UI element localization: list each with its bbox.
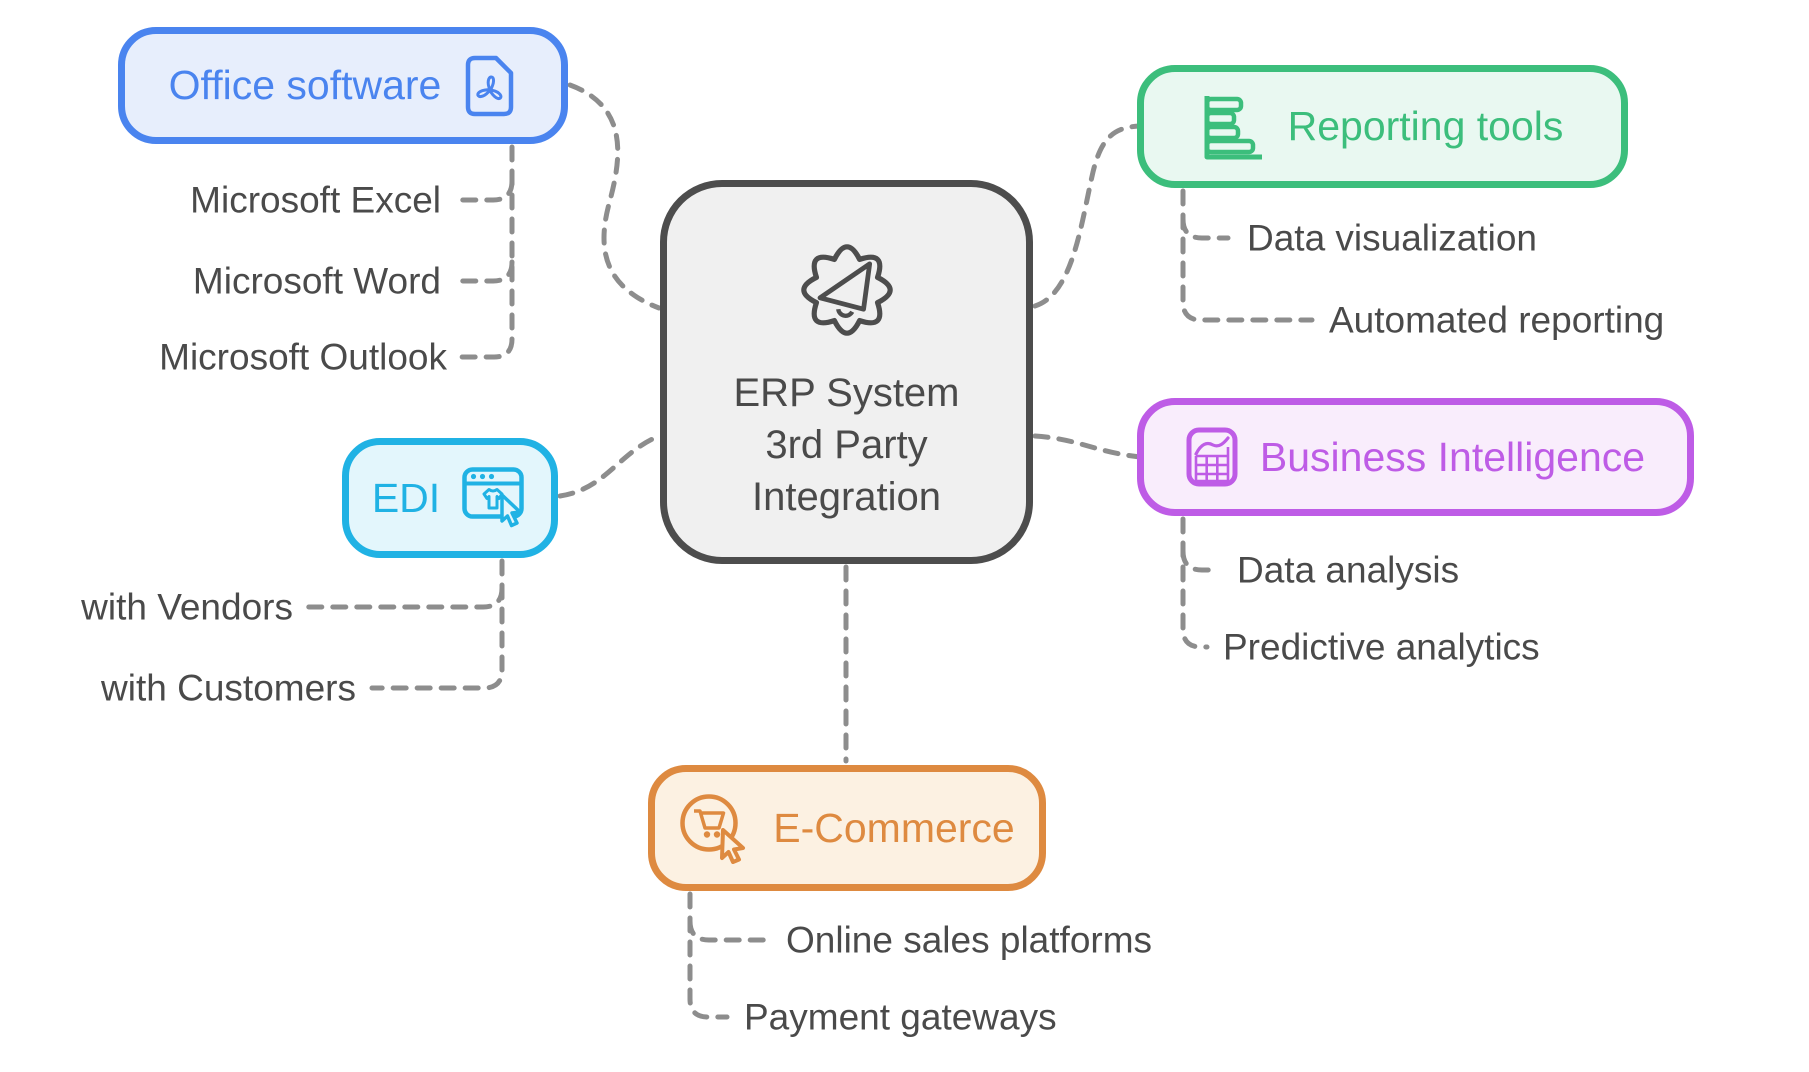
connector-reporting-dataviz: [1180, 216, 1231, 241]
node-business-intelligence[interactable]: Business Intelligence: [1137, 398, 1694, 516]
connector-bi-trunk: [1180, 516, 1210, 650]
node-office-software[interactable]: Office software: [118, 27, 568, 144]
browser-shopping-icon: [462, 467, 524, 528]
node-reporting-tools-label: Reporting tools: [1287, 103, 1564, 149]
connector-reporting-trunk: [1180, 188, 1315, 323]
connector-office-word: [453, 259, 515, 284]
leaf-microsoft-excel[interactable]: Microsoft Excel: [190, 179, 441, 221]
connector-edi-trunk: [369, 558, 505, 691]
node-office-software-label: Office software: [168, 62, 442, 108]
connector-office-center: [567, 82, 662, 311]
pdf-document-icon: [466, 55, 514, 116]
center-title-line3: Integration: [751, 475, 942, 519]
bar-chart-icon: [1204, 95, 1262, 159]
connector-office-trunk: [450, 144, 515, 360]
leaf-data-analysis[interactable]: Data analysis: [1237, 549, 1460, 591]
leaf-data-visualization[interactable]: Data visualization: [1247, 217, 1537, 259]
connector-center-bi: [1032, 433, 1143, 460]
connector-edi-vendors: [305, 585, 505, 610]
node-reporting-tools[interactable]: Reporting tools: [1137, 65, 1628, 188]
leaf-with-vendors[interactable]: with Vendors: [81, 586, 293, 628]
leaf-microsoft-word[interactable]: Microsoft Word: [192, 260, 441, 302]
connector-edi-center: [557, 433, 662, 499]
node-ecommerce[interactable]: E-Commerce: [648, 765, 1046, 891]
spreadsheet-chart-icon: [1186, 427, 1238, 487]
node-edi[interactable]: EDI: [342, 438, 558, 558]
connector-center-reporting: [1032, 123, 1143, 309]
leaf-automated-reporting[interactable]: Automated reporting: [1329, 299, 1665, 341]
leaf-payment-gateways[interactable]: Payment gateways: [744, 996, 1057, 1038]
connector-ecommerce-trunk: [687, 891, 730, 1020]
node-edi-label: EDI: [371, 474, 441, 521]
node-business-intelligence-label: Business Intelligence: [1259, 433, 1646, 480]
center-title: ERP System 3rd Party Integration: [734, 367, 960, 523]
node-erp-center[interactable]: ERP System 3rd Party Integration: [660, 180, 1033, 564]
connector-ecommerce-online: [687, 918, 769, 943]
cart-cursor-icon: [680, 794, 746, 864]
connector-bi-dataana: [1180, 548, 1216, 573]
leaf-predictive-analytics[interactable]: Predictive analytics: [1223, 626, 1540, 668]
leaf-microsoft-outlook[interactable]: Microsoft Outlook: [159, 336, 447, 378]
center-title-line2: 3rd Party: [765, 423, 928, 467]
leaf-online-sales-platforms[interactable]: Online sales platforms: [786, 919, 1153, 961]
gear-megaphone-icon: [800, 244, 893, 336]
connector-office-excel: [453, 178, 515, 203]
node-ecommerce-label: E-Commerce: [773, 804, 1015, 851]
center-title-line1: ERP System: [733, 371, 960, 415]
leaf-with-customers[interactable]: with Customers: [101, 667, 356, 709]
